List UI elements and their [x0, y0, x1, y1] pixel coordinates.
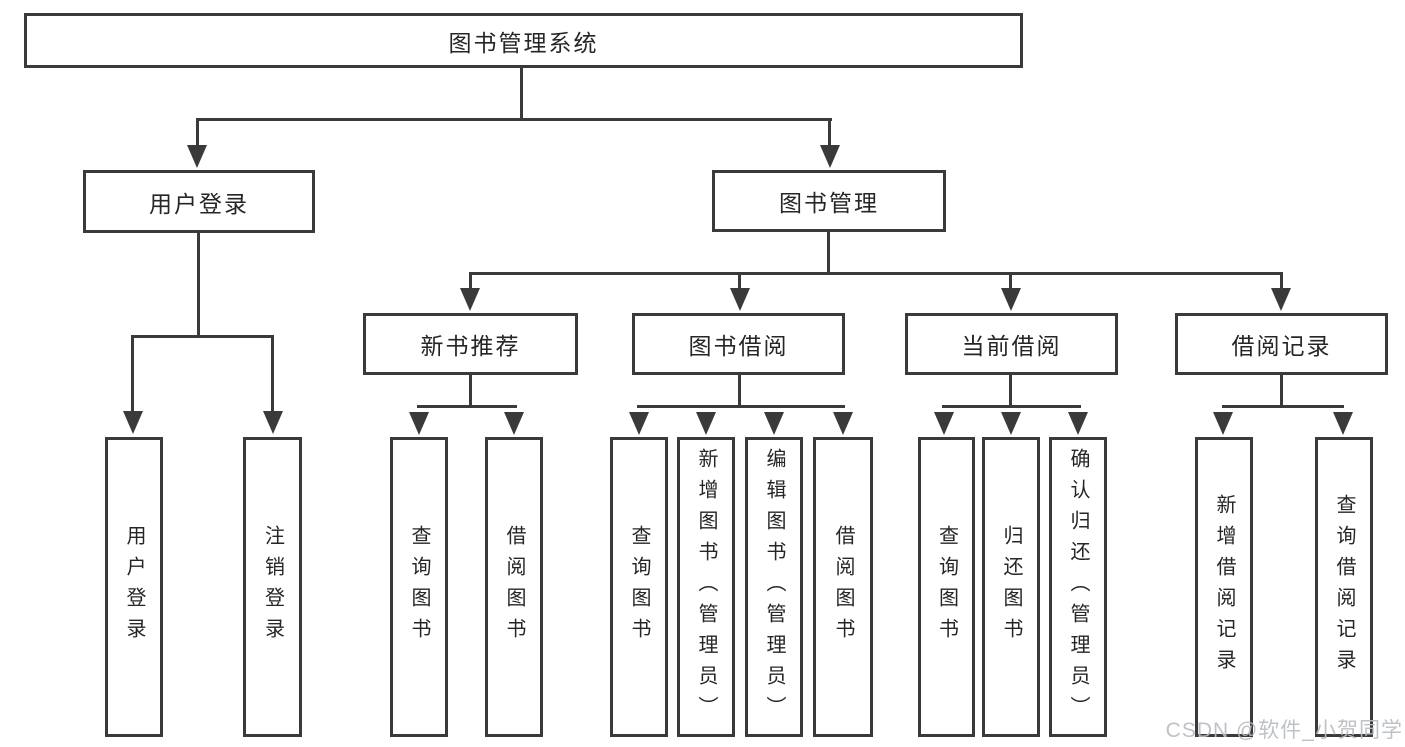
leaf-borrow-book-rec: 借阅图书: [485, 437, 543, 737]
leaf-label: 查询图书: [628, 525, 650, 649]
arrow-down-icon: [764, 412, 784, 435]
leaf-label: 确认归还（管理员）: [1067, 447, 1089, 727]
leaf-query-book-rec: 查询图书: [390, 437, 448, 737]
connector-user-login-rail: [131, 335, 274, 338]
connector-book-borrow-stem: [738, 375, 741, 408]
connector-user-login-drop: [196, 118, 199, 150]
arrow-down-icon: [123, 411, 143, 434]
node-current-borrow: 当前借阅: [905, 313, 1118, 375]
connector-leaf-drop: [271, 335, 274, 415]
connector-current-borrow-stem: [1009, 375, 1012, 408]
node-book-mgmt: 图书管理: [712, 170, 946, 232]
leaf-label: 新增借阅记录: [1213, 494, 1235, 680]
arrow-down-icon: [1001, 412, 1021, 435]
connector-level3-drop: [1009, 272, 1012, 292]
leaf-edit-book-admin: 编辑图书（管理员）: [745, 437, 803, 737]
leaf-label: 查询图书: [935, 525, 958, 649]
node-user-login: 用户登录: [83, 170, 315, 233]
connector-level3-rail: [469, 272, 1283, 275]
leaf-return-book: 归还图书: [982, 437, 1040, 737]
leaf-label: 用户登录: [123, 525, 145, 649]
connector-current-borrow-rail: [942, 405, 1081, 408]
leaf-add-book-admin: 新增图书（管理员）: [677, 437, 735, 737]
node-borrow-record: 借阅记录: [1175, 313, 1388, 375]
arrow-down-icon: [934, 412, 954, 435]
connector-new-book-rec-rail: [417, 405, 517, 408]
connector-leaf-drop: [131, 335, 134, 415]
node-new-book-rec: 新书推荐: [363, 313, 578, 375]
leaf-label: 查询图书: [408, 525, 430, 649]
connector-new-book-rec-stem: [469, 375, 472, 408]
leaf-borrow-book-borrow: 借阅图书: [813, 437, 873, 737]
arrow-down-icon: [409, 412, 429, 435]
leaf-query-book-current: 查询图书: [918, 437, 975, 737]
arrow-down-icon: [730, 288, 750, 311]
leaf-query-book-borrow: 查询图书: [610, 437, 668, 737]
leaf-label: 归还图书: [1000, 525, 1022, 649]
connector-book-mgmt-drop: [828, 118, 831, 150]
leaf-label: 注销登录: [261, 525, 284, 649]
arrow-down-icon: [460, 288, 480, 311]
connector-level3-drop: [738, 272, 741, 292]
arrow-down-icon: [504, 412, 524, 435]
leaf-user-login: 用户登录: [105, 437, 163, 737]
arrow-down-icon: [1333, 412, 1353, 435]
leaf-add-borrow-record: 新增借阅记录: [1195, 437, 1253, 737]
connector-root-trunk: [520, 68, 523, 121]
connector-user-login-stem: [197, 233, 200, 338]
connector-level3-drop: [469, 272, 472, 292]
leaf-label: 新增图书（管理员）: [695, 447, 717, 727]
arrow-down-icon: [820, 145, 840, 168]
leaf-label: 借阅图书: [503, 525, 525, 649]
connector-borrow-record-rail: [1222, 405, 1344, 408]
arrow-down-icon: [1213, 412, 1233, 435]
arrow-down-icon: [1001, 288, 1021, 311]
watermark: CSDN @软件_小贺同学: [1165, 719, 1403, 742]
arrow-down-icon: [263, 411, 283, 434]
connector-book-borrow-rail: [637, 405, 845, 408]
leaf-confirm-return-admin: 确认归还（管理员）: [1049, 437, 1107, 737]
connector-level2-rail: [196, 118, 832, 121]
arrow-down-icon: [1271, 288, 1291, 311]
arrow-down-icon: [187, 145, 207, 168]
arrow-down-icon: [696, 412, 716, 435]
leaf-logout: 注销登录: [243, 437, 302, 737]
leaf-query-borrow-record: 查询借阅记录: [1315, 437, 1373, 737]
arrow-down-icon: [833, 412, 853, 435]
arrow-down-icon: [629, 412, 649, 435]
connector-level3-drop: [1280, 272, 1283, 292]
arrow-down-icon: [1068, 412, 1088, 435]
connector-book-mgmt-stem: [827, 232, 830, 275]
node-book-borrow: 图书借阅: [632, 313, 845, 375]
leaf-label: 借阅图书: [832, 525, 854, 649]
connector-borrow-record-stem: [1280, 375, 1283, 408]
node-root: 图书管理系统: [24, 13, 1023, 68]
leaf-label: 编辑图书（管理员）: [763, 447, 785, 727]
leaf-label: 查询借阅记录: [1333, 494, 1355, 680]
